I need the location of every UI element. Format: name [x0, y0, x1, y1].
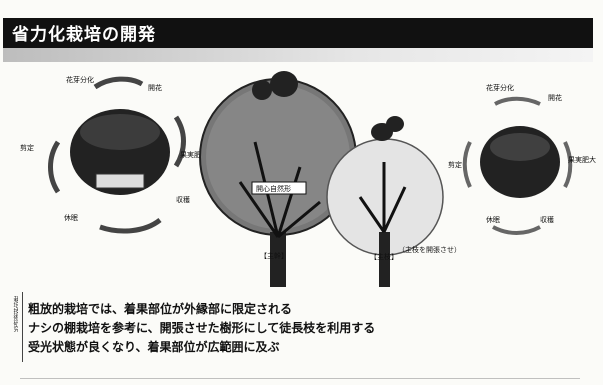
right-cycle-label: 休眠: [486, 215, 500, 224]
cycle-arrow-icon: [462, 141, 472, 188]
cycle-arrow-icon: [48, 140, 61, 194]
title-gradient-band: [3, 48, 593, 62]
body-line: 受光状態が良くなり、着果部位が広範囲に及ぶ: [28, 340, 280, 354]
tree1-box-label: 開心自然形: [256, 184, 291, 193]
right-cycle-label: 果実肥大: [568, 155, 596, 164]
tree2-trunk-icon: [379, 232, 390, 287]
tree1-trunk-icon: [270, 232, 286, 287]
footer-rule: [20, 378, 580, 379]
cycle-arrow-icon: [93, 76, 144, 90]
right-cycle-label: 花芽分化: [486, 83, 514, 92]
tree1-label: 【主幹】: [260, 251, 288, 260]
sidebar-vertical-text: 栽培技術研究: [12, 296, 18, 332]
cycle-arrow-icon: [99, 217, 162, 234]
tree2-label: 【主枝】: [370, 252, 398, 261]
body-line: 粗放的栽培では、着果部位が外縁部に限定される: [28, 302, 293, 316]
right-cycle-label: 収穫: [540, 215, 554, 224]
cycle-arrow-icon: [173, 115, 186, 168]
left-cycle-label: 開花: [148, 83, 162, 92]
title-bar: [3, 18, 593, 48]
cycle-arrow-icon: [563, 141, 573, 188]
right-cycle-diagram: 花芽分化 開花 果実肥大 収穫 休眠 剪定: [448, 83, 596, 235]
left-cycle-label: 果実肥大: [180, 150, 208, 159]
left-cycle-label: 休眠: [64, 213, 78, 222]
left-vertical-rule: [22, 292, 23, 362]
left-cycle-label: 剪定: [20, 143, 34, 152]
right-cycle-label: 剪定: [448, 160, 462, 169]
diagram-figure: 花芽分化 開花 果実肥大 収穫 休眠 剪定 開心自然形 【主幹】 【主枝】 （主…: [20, 71, 596, 287]
right-tree-canopy-icon: [480, 126, 560, 198]
cycle-arrow-icon: [492, 225, 541, 235]
left-cycle-diagram: 花芽分化 開花 果実肥大 収穫 休眠 剪定: [20, 75, 208, 234]
left-cycle-label: 収穫: [176, 195, 190, 204]
body-line: ナシの棚栽培を参考に、開張させた樹形にして徒長枝を利用する: [28, 321, 376, 335]
left-cycle-label: 花芽分化: [66, 75, 94, 84]
cycle-arrow-icon: [494, 96, 541, 106]
slide-title: 省力化栽培の開発: [12, 25, 156, 45]
tree2-note: （主枝を開張させ）: [398, 245, 461, 254]
center-trees-diagram: 開心自然形 【主幹】 【主枝】 （主枝を開張させ）: [199, 71, 461, 287]
slide-body: 粗放的栽培では、着果部位が外縁部に限定される ナシの棚栽培を参考に、開張させた樹…: [28, 300, 588, 357]
right-cycle-label: 開花: [548, 93, 562, 102]
